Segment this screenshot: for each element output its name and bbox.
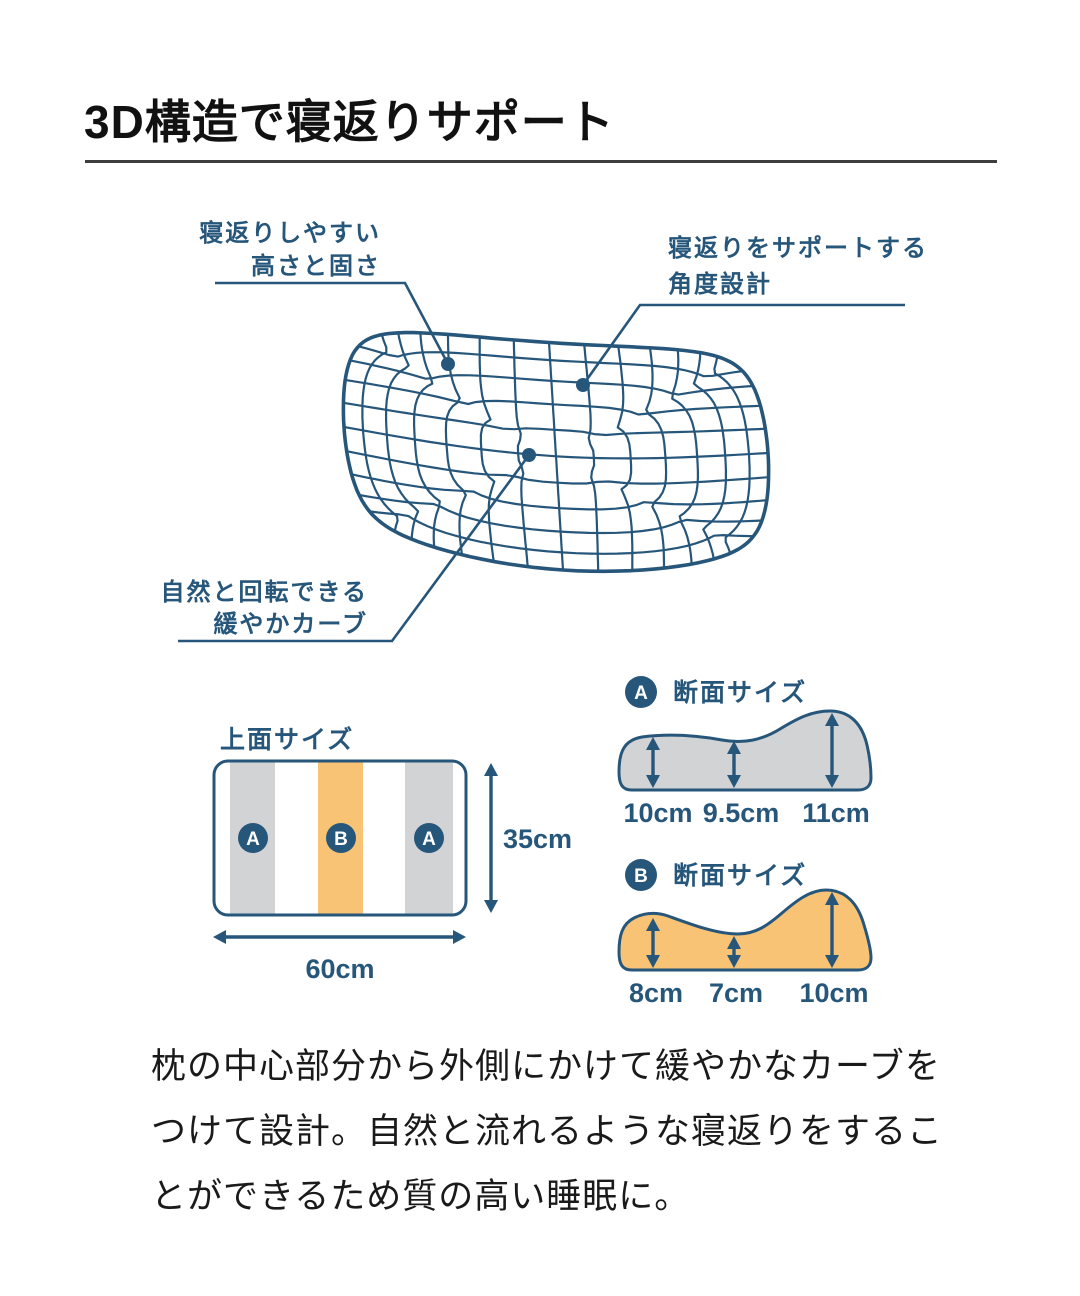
page-title: 3D構造で寝返りサポート (84, 96, 615, 148)
pillow-wireframe-illustration (341, 330, 771, 574)
dimension-arrows (213, 713, 839, 968)
mesh-line (357, 345, 744, 378)
zone-a-right-badge (414, 823, 444, 853)
zone-a-left-letter: A (246, 829, 260, 850)
callout-3-label-line1: 自然と回転できる (160, 578, 368, 606)
mesh-line (341, 330, 771, 574)
arrow-head (825, 892, 839, 905)
zone-b-badge (326, 823, 356, 853)
section-a-badge (625, 676, 657, 708)
callout-2-label-line1: 寝返りをサポートする (668, 234, 928, 262)
mesh-line (368, 510, 755, 555)
callout-lines (178, 281, 905, 643)
arrow-head (213, 930, 226, 944)
callout-1-leader-line (215, 281, 450, 365)
arrow-head (646, 918, 660, 931)
section-a-measure-1: 10cm (623, 798, 692, 828)
cross-section-a: A 断面サイズ 10cm 9.5cm 11cm (617, 676, 873, 828)
callout-1-label-line2: 高さと固さ (251, 252, 381, 280)
callout-3-label-line2: 緩やかカーブ (213, 610, 368, 638)
description-paragraph: 枕の中心部分から外側にかけて緩やかなカーブを つけて設計。自然と流れるような寝返… (151, 1034, 943, 1229)
section-b-label: 断面サイズ (673, 861, 807, 890)
zone-a-left-badge (238, 823, 268, 853)
callout-2-leader-line (581, 303, 905, 386)
zone-b-letter: B (334, 829, 348, 850)
mesh-line (342, 401, 767, 437)
arrow-head (825, 955, 839, 968)
section-a-profile-shape (617, 709, 873, 792)
mesh-line (358, 493, 764, 535)
callout-2-anchor-dot (576, 378, 590, 392)
description-line: つけて設計。自然と流れるような寝返りをするこ (151, 1112, 944, 1151)
mesh-line (348, 359, 755, 396)
mesh-line (344, 378, 762, 416)
title-underline (85, 160, 997, 163)
arrow-head (727, 936, 741, 949)
section-b-profile-shape (617, 888, 873, 972)
section-b-badge (625, 859, 657, 891)
callout-1-label-line1: 寝返りしやすい (199, 219, 381, 247)
arrow-head (646, 955, 660, 968)
description-line: 枕の中心部分から外側にかけて緩やかなカーブを (151, 1047, 941, 1086)
arrow-head (646, 737, 660, 750)
top-view-label: 上面サイズ (220, 725, 354, 754)
top-view-outline (212, 759, 468, 917)
callout-1-anchor-dot (441, 357, 455, 371)
section-b-measure-3: 10cm (799, 978, 868, 1008)
arrow-head (646, 775, 660, 788)
callout-2-label-line2: 角度設計 (668, 270, 772, 298)
cross-section-b: B 断面サイズ 8cm 7cm 10cm (617, 859, 873, 1008)
arrow-head (727, 775, 741, 788)
callout-3-leader-line (178, 454, 531, 643)
section-b-measure-2: 7cm (709, 978, 763, 1008)
section-a-label: 断面サイズ (673, 678, 807, 707)
arrow-head (453, 930, 466, 944)
section-a-measure-3: 11cm (802, 798, 870, 828)
arrow-head (825, 775, 839, 788)
mesh-line (342, 425, 770, 460)
arrow-head (484, 763, 498, 776)
arrow-head (727, 955, 741, 968)
mesh-line (345, 450, 770, 485)
description-line: とができるため質の高い睡眠に。 (151, 1177, 691, 1216)
arrow-head (484, 900, 498, 913)
arrow-head (727, 741, 741, 754)
section-a-badge-letter: A (634, 683, 648, 704)
zone-a-right-letter: A (422, 829, 436, 850)
section-a-measure-2: 9.5cm (703, 798, 780, 828)
top-view-height-value: 35cm (503, 824, 572, 854)
mesh-line (350, 473, 768, 511)
section-b-badge-letter: B (634, 866, 648, 887)
top-view-diagram: 上面サイズ A B A 35cm 60cm (212, 725, 572, 984)
arrow-head (825, 713, 839, 726)
top-view-width-value: 60cm (305, 954, 374, 984)
section-b-measure-1: 8cm (629, 978, 683, 1008)
callout-3-anchor-dot (522, 448, 536, 462)
